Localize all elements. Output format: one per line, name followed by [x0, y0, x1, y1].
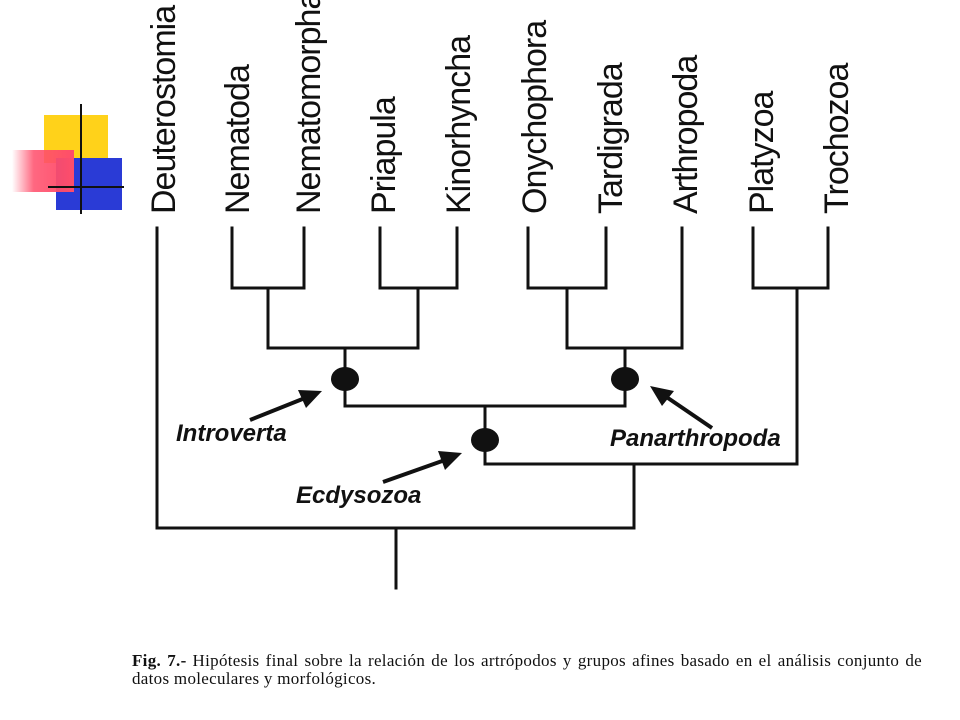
arrow-introverta — [249, 390, 322, 422]
figure-caption-text: Hipótesis final sobre la relación de los… — [132, 651, 922, 688]
branches — [155, 226, 830, 590]
clade-label-introverta: Introverta — [176, 420, 287, 447]
arrow-ecdysozoa — [382, 451, 462, 484]
clade-arrows — [249, 386, 714, 484]
taxon-tardigrada: Tardigrada — [592, 62, 630, 214]
node-introverta — [331, 367, 359, 391]
taxon-nematomorpha: Nematomorpha — [290, 0, 328, 214]
arrow-panarthropoda — [650, 386, 714, 430]
taxon-nematoda: Nematoda — [219, 64, 257, 214]
taxon-kinorhyncha: Kinorhyncha — [440, 35, 478, 214]
corner-decoration — [12, 104, 124, 214]
clade-label-ecdysozoa: Ecdysozoa — [296, 482, 421, 509]
figure-caption: Fig. 7.-Hipótesis final sobre la relació… — [132, 652, 922, 688]
clade-nodes — [331, 367, 639, 452]
taxon-arthropoda: Arthropoda — [667, 55, 705, 214]
taxon-priapula: Priapula — [365, 96, 403, 214]
clade-label-panarthropoda: Panarthropoda — [610, 425, 781, 452]
figure-label: Fig. 7.- — [132, 651, 187, 670]
taxon-trochozoa: Trochozoa — [818, 63, 856, 214]
taxon-platyzoa: Platyzoa — [743, 91, 781, 214]
node-ecdysozoa — [471, 428, 499, 452]
taxon-onychophora: Onychophora — [516, 20, 554, 214]
taxon-deuterostomia: Deuterostomia — [145, 5, 183, 214]
node-panarthropoda — [611, 367, 639, 391]
clade-labels: Introverta Panarthropoda Ecdysozoa — [176, 420, 781, 509]
taxon-labels: Deuterostomia Nematoda Nematomorpha Pria… — [145, 0, 856, 214]
deco-red-square — [12, 150, 74, 192]
